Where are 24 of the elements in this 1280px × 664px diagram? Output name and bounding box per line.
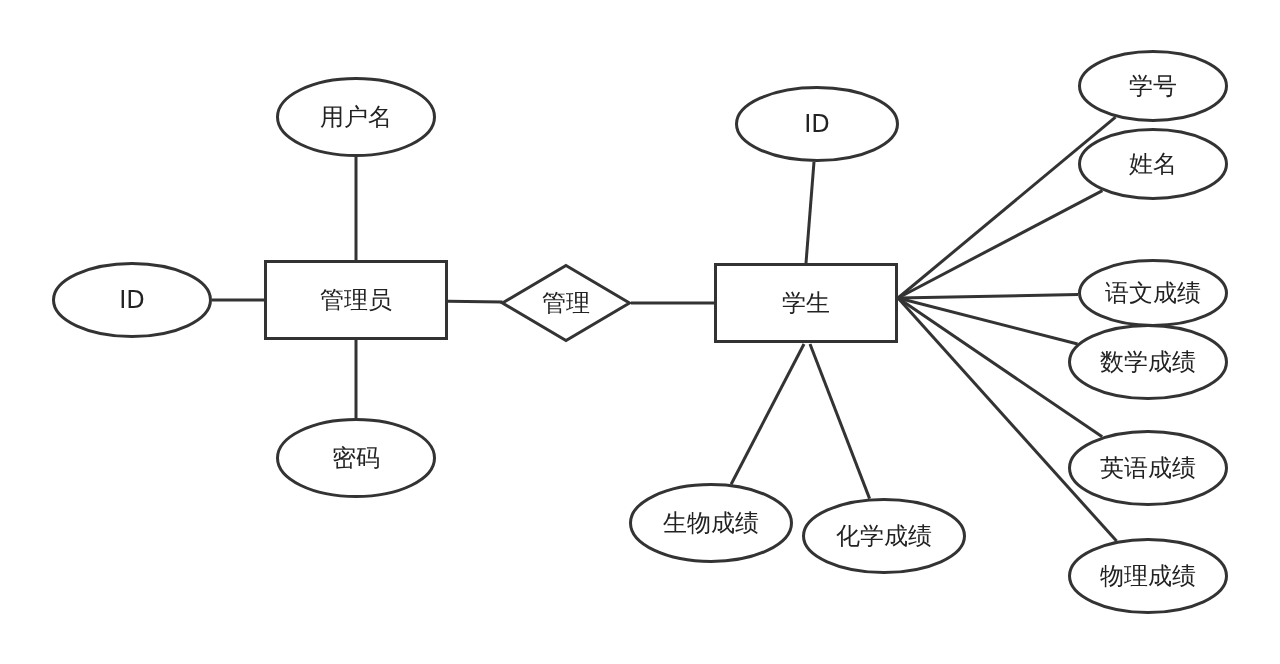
node-label: 学号 [1129, 71, 1177, 102]
connector-line [729, 343, 806, 485]
node-label: 管理员 [320, 285, 392, 316]
node-label: ID [119, 286, 145, 314]
node-label: 学生 [782, 288, 830, 319]
node-label: 化学成绩 [836, 521, 932, 552]
node-label: 密码 [332, 443, 380, 474]
connector-line [354, 157, 358, 260]
node-label: 管理 [542, 288, 590, 319]
node-label: 英语成绩 [1100, 453, 1196, 484]
node-label: ID [804, 110, 830, 138]
connector-line [631, 301, 714, 305]
connector-line [896, 297, 1118, 543]
node-label: 生物成绩 [663, 508, 759, 539]
node-label: 物理成绩 [1100, 561, 1196, 592]
node-label: 用户名 [320, 102, 392, 133]
connector-line [212, 298, 264, 302]
connector-line [447, 299, 503, 304]
node-label: 姓名 [1129, 149, 1177, 180]
node-label: 语文成绩 [1105, 278, 1201, 309]
node-label: 数学成绩 [1100, 347, 1196, 378]
connector-line [354, 340, 358, 418]
connector-line [808, 343, 871, 500]
connector-line [804, 161, 816, 264]
